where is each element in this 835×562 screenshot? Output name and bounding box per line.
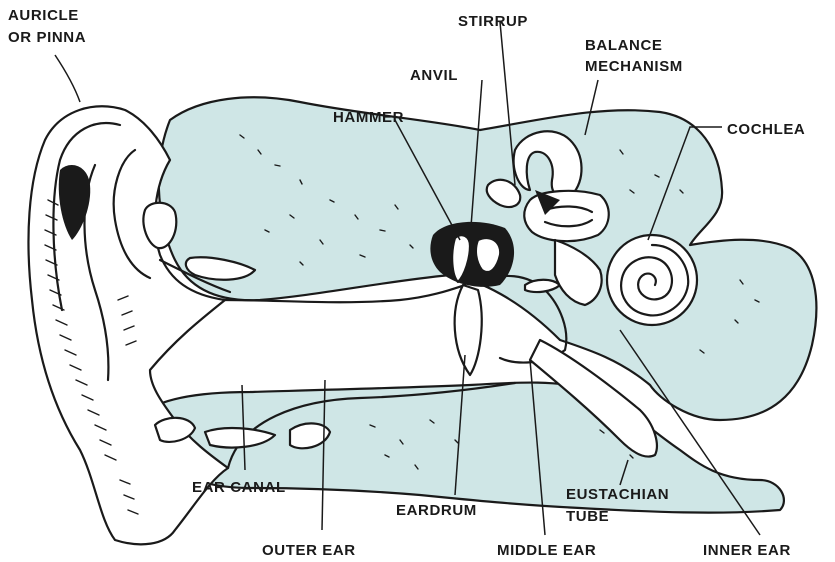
label-inner-ear: INNER EAR xyxy=(703,542,791,559)
label-middle-ear: MIDDLE EAR xyxy=(497,542,596,559)
label-balance-line1: BALANCE xyxy=(585,37,663,54)
label-anvil: ANVIL xyxy=(410,67,458,84)
label-eardrum: EARDRUM xyxy=(396,502,477,519)
eardrum xyxy=(455,285,482,375)
label-eustachian-line1: EUSTACHIAN xyxy=(566,486,669,503)
label-eustachian-line2: TUBE xyxy=(566,508,609,525)
label-auricle-line1: AURICLE xyxy=(8,7,79,24)
label-ear-canal: EAR CANAL xyxy=(192,479,286,496)
label-stirrup: STIRRUP xyxy=(458,13,528,30)
label-hammer: HAMMER xyxy=(333,109,404,126)
label-outer-ear: OUTER EAR xyxy=(262,542,356,559)
label-balance-line2: MECHANISM xyxy=(585,58,683,75)
semicircular-canal-lateral xyxy=(524,191,609,241)
label-auricle-line2: OR PINNA xyxy=(8,29,86,46)
label-cochlea: COCHLEA xyxy=(727,121,805,138)
